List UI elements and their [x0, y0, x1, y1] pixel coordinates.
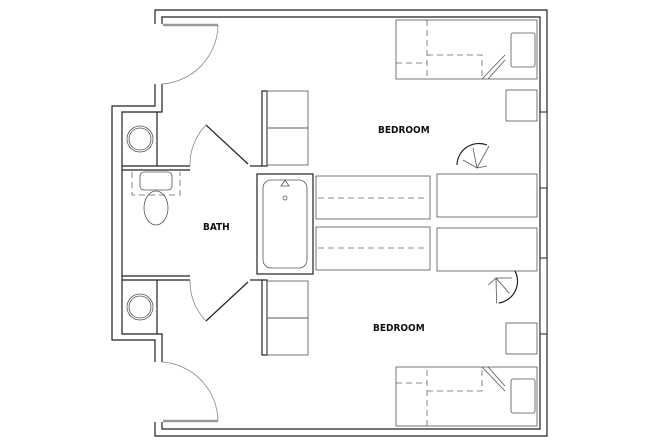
room-label-bath: BATH	[203, 222, 230, 233]
entry-door-top-swing[interactable]	[161, 24, 219, 85]
bed-top	[395, 19, 538, 80]
desk-top	[436, 173, 538, 218]
sink-top	[126, 125, 154, 153]
closet-bottom	[261, 279, 309, 356]
toilet	[131, 171, 181, 226]
wardrobe-top	[315, 175, 431, 220]
room-label-bedroom-bottom: BEDROOM	[373, 323, 425, 334]
window-top	[539, 111, 548, 189]
wardrobe-bottom	[315, 226, 431, 271]
bath-door-top[interactable]	[205, 124, 249, 165]
closet-top	[261, 90, 309, 167]
sink-bottom	[126, 293, 154, 321]
desk-chair-bottom[interactable]	[486, 268, 526, 305]
bed-bottom	[395, 366, 538, 427]
nightstand-bottom	[505, 322, 538, 355]
outer-walls	[111, 9, 548, 437]
window-bottom	[539, 257, 548, 335]
entry-door-bottom-swing[interactable]	[161, 361, 219, 422]
bath-door-bottom[interactable]	[205, 281, 249, 322]
nightstand-top	[505, 89, 538, 122]
pillow-icon	[510, 32, 536, 68]
bathtub	[256, 173, 314, 275]
room-label-bedroom-top: BEDROOM	[378, 125, 430, 136]
desk-bottom	[436, 227, 538, 272]
desk-chair-top[interactable]	[456, 142, 490, 169]
bath: BATH	[122, 112, 262, 334]
pillow-icon	[510, 378, 536, 414]
